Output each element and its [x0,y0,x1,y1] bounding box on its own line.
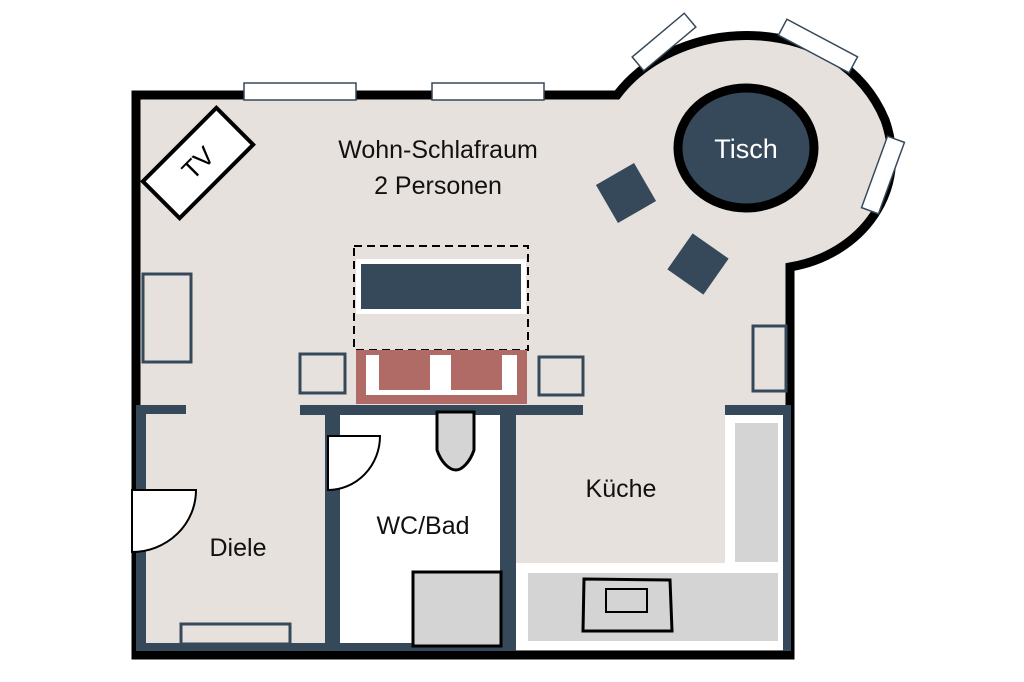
living-room-subtitle: 2 Personen [374,172,502,200]
nightstand [537,355,585,397]
hall-label: Diele [210,534,267,562]
cabinet [751,324,788,393]
bed-mattress [361,264,521,309]
pillow [379,352,430,390]
kitchen-counter [735,423,778,562]
chair [595,162,657,224]
sink [605,588,648,613]
stove [581,577,674,633]
window [777,18,859,74]
pillow [451,352,502,390]
tv: TV [140,105,256,221]
window [243,82,357,101]
window [431,82,545,101]
bathroom-label: WC/Bad [376,512,469,540]
wardrobe [141,272,193,364]
entrance-door[interactable] [131,489,198,554]
dining-table-label: Tisch [714,134,778,164]
window [631,12,697,72]
dining-table [673,83,819,213]
window [860,135,906,215]
radiator [179,622,292,646]
nightstand [298,352,347,395]
toilet [435,410,476,472]
chair [667,233,729,295]
living-room-title: Wohn-Schlafraum [338,136,538,164]
shower [411,570,503,648]
bathroom-door[interactable] [327,435,382,492]
kitchen-label: Küche [586,475,657,503]
